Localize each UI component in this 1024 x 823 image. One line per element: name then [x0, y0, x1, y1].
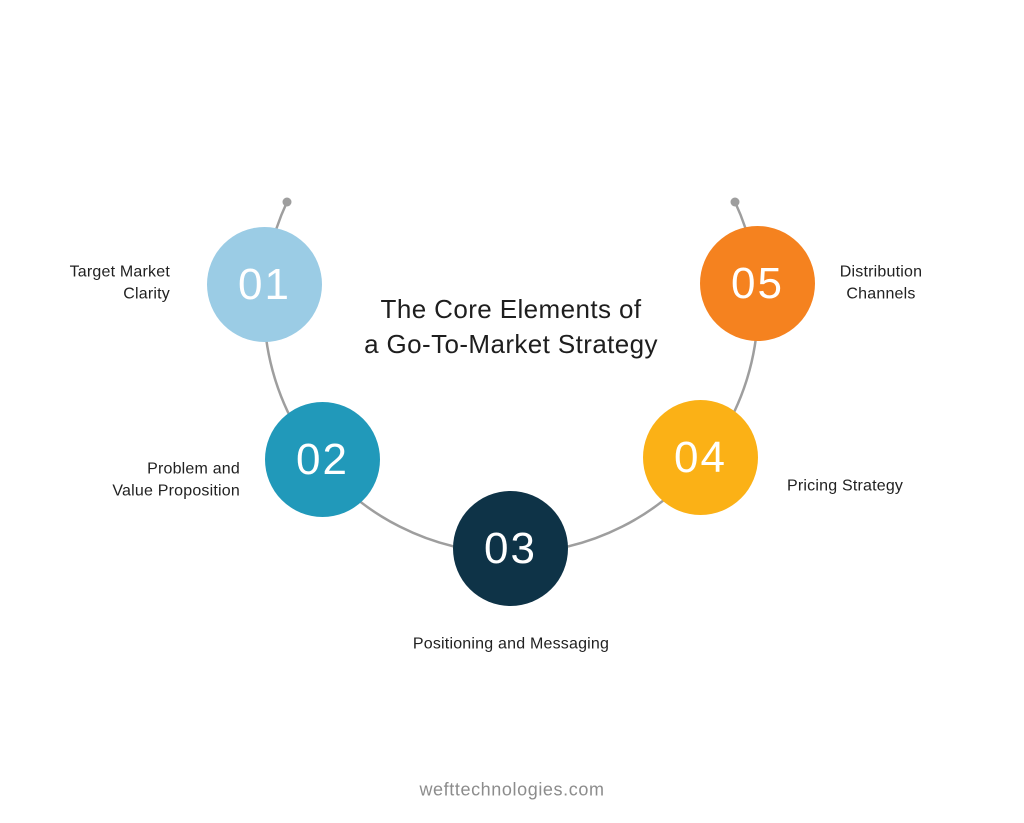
- step-circle-05: 05: [700, 226, 815, 341]
- page-title: The Core Elements of a Go-To-Market Stra…: [364, 292, 658, 362]
- step-label-pricing-strategy: Pricing Strategy: [787, 477, 904, 495]
- step-number-04: 04: [674, 432, 727, 482]
- step-label-positioning-messaging: Positioning and Messaging: [412, 635, 610, 653]
- page-title-line1: The Core Elements of: [380, 294, 642, 324]
- website-credit: wefttechnologies.com: [419, 779, 605, 800]
- arc-endpoint-dot-left: [282, 197, 292, 207]
- step-number-01: 01: [238, 259, 291, 309]
- step-number-02: 02: [296, 434, 349, 484]
- step-number-03: 03: [484, 523, 537, 573]
- step-circle-04: 04: [643, 400, 758, 515]
- step-circle-02: 02: [265, 402, 380, 517]
- step-label-target-market-clarity: Target Market Clarity: [69, 263, 170, 303]
- step-circle-01: 01: [207, 227, 322, 342]
- step-label-distribution-channels: Distribution Channels: [839, 263, 923, 303]
- step-label-problem-value-proposition: Problem and Value Proposition: [112, 460, 240, 500]
- arc-endpoint-dot-right: [730, 197, 740, 207]
- page-title-line2: a Go-To-Market Strategy: [364, 329, 658, 359]
- step-circle-03: 03: [453, 491, 568, 606]
- step-number-05: 05: [731, 258, 784, 308]
